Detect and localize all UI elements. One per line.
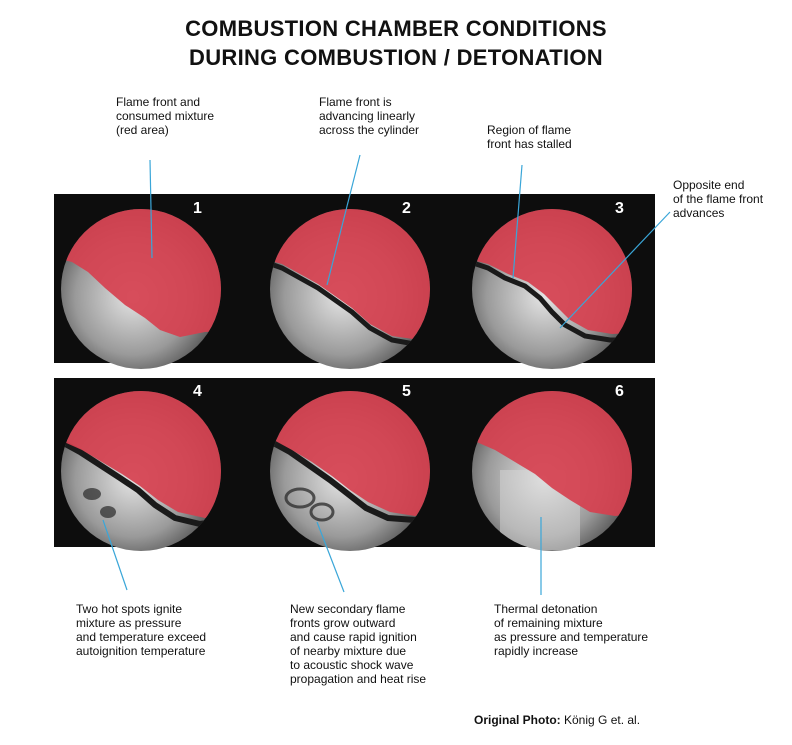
secondary-flame-front-2 (309, 502, 335, 522)
frame-1 (61, 209, 221, 369)
callout-opposite-end: Opposite end of the flame front advances (673, 178, 764, 220)
frame-3 (472, 209, 632, 369)
secondary-flame-front-1 (284, 487, 316, 509)
flame-area-5 (270, 391, 430, 516)
leader-line-1 (149, 159, 153, 259)
leader-line-4 (559, 211, 671, 329)
photo-credit: Original Photo: König G et. al. (474, 713, 640, 727)
leader-line-6 (316, 521, 345, 593)
flame-area-6 (472, 391, 632, 516)
flame-area-1 (61, 209, 221, 337)
callout-flame-front-advancing: Flame front is advancing linearly across… (319, 95, 420, 137)
frame-5 (270, 391, 430, 551)
diagram-title-line1: COMBUSTION CHAMBER CONDITIONS (185, 16, 607, 41)
frame-4 (61, 391, 221, 551)
frame-number-4: 4 (193, 383, 202, 400)
photo-credit-label: Original Photo: (474, 713, 561, 727)
frame-6 (472, 391, 632, 551)
leader-line-2 (326, 154, 361, 286)
frame-2 (270, 209, 430, 369)
frame-number-3: 3 (615, 200, 624, 217)
photo-credit-text: König G et. al. (560, 713, 641, 727)
callout-secondary-flame: New secondary flame fronts grow outward … (290, 602, 427, 686)
hot-spot-1 (83, 488, 101, 500)
flame-area-2 (270, 209, 430, 340)
flame-area-4 (61, 391, 221, 518)
hot-spot-2 (100, 506, 116, 518)
flame-area-3 (472, 209, 632, 334)
callout-flame-front-consumed: Flame front and consumed mixture (red ar… (116, 95, 215, 137)
frame-number-2: 2 (402, 200, 411, 217)
frame-number-1: 1 (193, 200, 202, 217)
frame-number-5: 5 (402, 383, 411, 400)
callout-thermal-detonation: Thermal detonation of remaining mixture … (494, 602, 649, 658)
leader-line-3 (512, 164, 523, 279)
callout-flame-front-stalled: Region of flame front has stalled (487, 123, 572, 151)
diagram-title-line2: DURING COMBUSTION / DETONATION (189, 45, 603, 70)
frame-number-6: 6 (615, 383, 624, 400)
callout-hot-spots: Two hot spots ignite mixture as pressure… (76, 602, 207, 658)
leader-line-5 (102, 519, 128, 591)
